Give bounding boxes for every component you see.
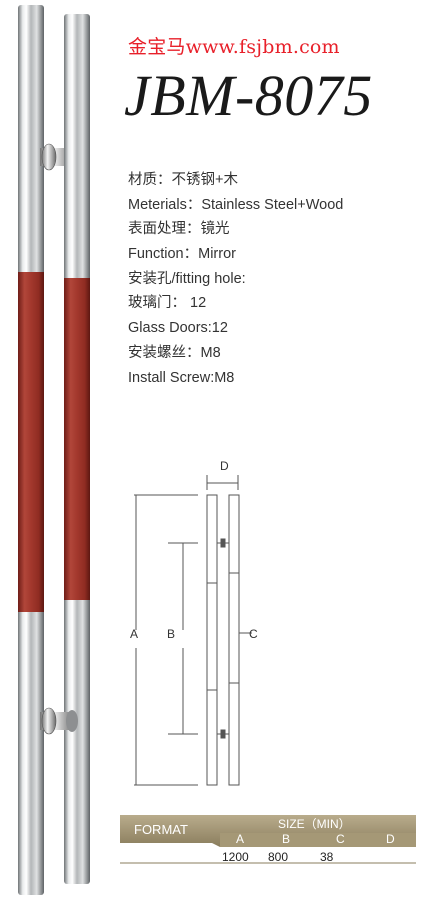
dimension-b (168, 542, 198, 735)
spec-screw-en: Install Screw:M8 (128, 369, 235, 386)
model-number: JBM-8075 (124, 63, 373, 128)
right-bar (64, 14, 90, 884)
dimension-drawing (134, 475, 252, 786)
spec-material-en: Meterials：Stainless Steel+Wood (128, 196, 344, 213)
door-handle-illustration (18, 5, 90, 895)
table-size-label: SIZE（MIN） (278, 817, 351, 831)
side-view-bars (206, 494, 240, 786)
spec-list: 材质：不锈钢+木 Meterials：Stainless Steel+Wood … (128, 168, 428, 390)
table-value-b: 800 (268, 850, 289, 864)
site-url: 金宝马www.fsjbm.com (128, 36, 340, 58)
spec-material-cn: 材质：不锈钢+木 (128, 172, 238, 188)
spec-finish-en: Function：Mirror (128, 246, 236, 263)
dimension-d (206, 475, 239, 490)
spec-screw-cn: 安装螺丝：M8 (128, 344, 221, 361)
spec-fitting-hole: 安装孔/fitting hole: (128, 270, 246, 287)
table-col-b: B (282, 832, 291, 846)
spec-glass-en: Glass Doors:12 (128, 320, 228, 337)
table-format-label: FORMAT (134, 822, 188, 837)
dim-label-a: A (130, 627, 139, 641)
table-value-a: 1200 (222, 850, 249, 864)
spec-finish-cn: 表面处理：镜光 (128, 221, 230, 238)
table-col-c: C (336, 832, 345, 846)
dimension-a (134, 494, 198, 786)
size-table-frame (120, 815, 416, 864)
lower-standoff (40, 707, 78, 735)
spec-glass-cn: 玻璃门： 12 (128, 295, 207, 312)
dim-label-b: B (167, 627, 176, 641)
dim-label-c: C (249, 627, 258, 641)
left-bar (18, 5, 44, 895)
table-value-c: 38 (320, 850, 334, 864)
table-col-d: D (386, 832, 395, 846)
table-col-a: A (236, 832, 245, 846)
dim-label-d: D (220, 459, 229, 473)
